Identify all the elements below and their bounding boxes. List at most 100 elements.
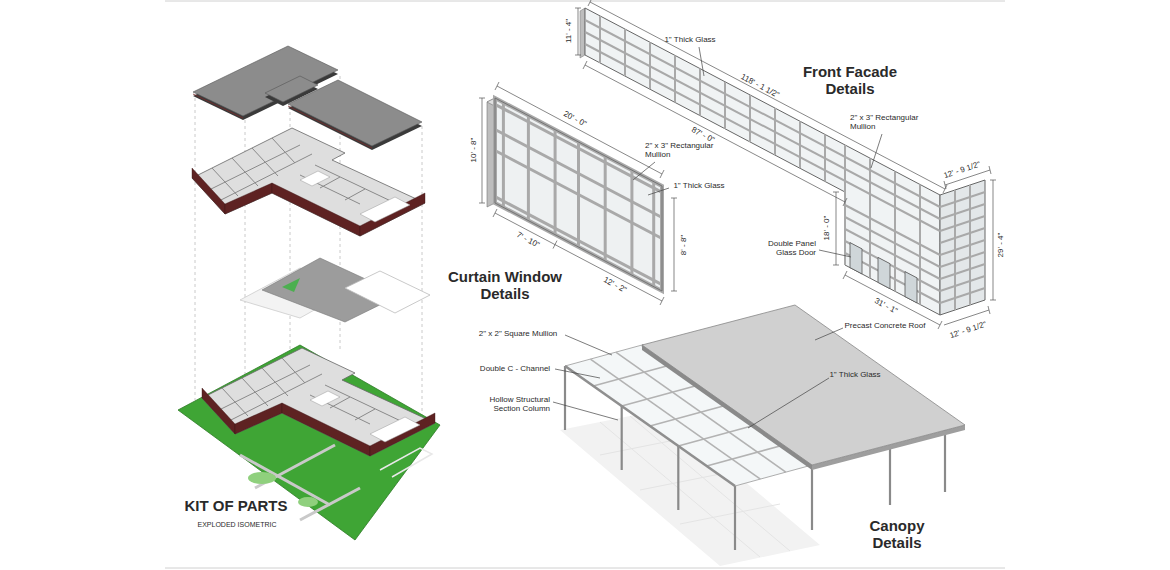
canopy-column — [677, 446, 679, 510]
dimension-line — [660, 170, 664, 178]
canopy-column — [621, 406, 623, 470]
site-ground — [178, 345, 440, 540]
front-facade — [674, 55, 676, 102]
curtain-window — [495, 104, 662, 192]
leader-line — [565, 335, 612, 355]
canopy-column — [811, 465, 813, 530]
dimension: 10' - 8" — [469, 138, 478, 163]
front-facade — [894, 171, 896, 291]
callout: Double Panel Glass Door — [754, 239, 816, 257]
front-facade — [940, 192, 985, 207]
canopy-glass — [593, 365, 670, 386]
front-facade — [824, 135, 826, 182]
mid-level-slabs — [240, 258, 430, 322]
dimension: 12' - 9 1/2" — [942, 160, 981, 181]
site-ground — [298, 497, 318, 507]
dimension-line — [990, 300, 996, 301]
canopy-roof — [642, 305, 965, 470]
front-facade — [940, 288, 985, 303]
section-title: KIT OF PARTS — [184, 497, 287, 514]
curtain-window — [495, 130, 662, 218]
canopy-glass — [650, 405, 727, 426]
frame-rule — [165, 568, 1005, 569]
dimension-line — [843, 198, 847, 206]
front-facade — [624, 29, 626, 76]
dimension-line — [493, 209, 497, 217]
dimension-line — [990, 180, 996, 181]
callout: Double C - Channel — [480, 364, 550, 373]
ground-floor — [202, 348, 435, 456]
site-ground — [380, 448, 432, 477]
explode-guide — [422, 126, 423, 420]
frame-rule — [165, 1, 1005, 2]
front-facade — [845, 229, 940, 279]
curtain-window — [495, 102, 662, 286]
dimension: 11' - 4" — [564, 19, 573, 43]
explode-guide — [195, 98, 196, 400]
section-title: Curtain Window Details — [445, 268, 565, 303]
dimension-line — [660, 297, 664, 305]
dimension-line — [553, 241, 557, 249]
dimension-line — [944, 181, 946, 189]
canopy-column — [944, 430, 946, 492]
canopy-shadow — [680, 504, 780, 524]
dimension: 18' - 0" — [822, 216, 831, 241]
front-facade — [749, 95, 751, 142]
front-facade — [724, 82, 726, 129]
frame-rule — [165, 1, 1005, 568]
dimension: 12' - 2" — [602, 275, 628, 295]
leader-line — [819, 250, 851, 257]
canopy-column — [734, 486, 736, 550]
canopy-roof — [642, 305, 965, 465]
roof-plates — [288, 106, 372, 148]
front-facade — [940, 216, 985, 231]
front-facade — [850, 243, 862, 274]
dimension-line — [989, 166, 991, 174]
leader-line — [633, 162, 669, 195]
dimension-line — [497, 86, 662, 174]
dimension-line — [833, 192, 839, 193]
leader-line — [633, 162, 655, 180]
callout: 2" x 3" Rectangular Mullion — [850, 113, 940, 131]
roof-plates — [288, 80, 422, 146]
roof-plates — [193, 46, 422, 150]
front-facade — [599, 16, 601, 63]
dimension: 31' - 1" — [873, 296, 899, 316]
canopy-glass — [678, 425, 755, 446]
dimension-line — [575, 8, 581, 9]
leader-line — [871, 134, 882, 168]
front-facade — [905, 272, 917, 303]
dimension: 12' - 9 1/2" — [948, 320, 987, 341]
callout: 2" x 2" Square Mullion — [479, 329, 558, 338]
leader-line — [748, 378, 829, 428]
mid-level-slabs — [345, 271, 430, 313]
callout: 1" Thick Glass — [829, 370, 880, 379]
front-facade — [919, 185, 921, 305]
dimension-line — [479, 98, 485, 99]
dimension-line — [575, 55, 581, 56]
dimension: 8' - 8" — [679, 235, 688, 255]
front-facade — [940, 180, 985, 315]
curtain-window — [495, 98, 662, 291]
dimension: 7' - 10" — [515, 230, 541, 250]
canopy-glass — [622, 385, 699, 406]
dimension-line — [671, 291, 677, 292]
dimension: 20' - 0" — [562, 109, 588, 129]
front-facade — [699, 69, 701, 116]
dimension: 118' - 1 1/2" — [739, 72, 780, 100]
section-title: Canopy Details — [857, 517, 937, 552]
section-title: Front Facade Details — [790, 63, 910, 98]
front-facade — [940, 276, 985, 291]
curtain-window — [495, 98, 662, 291]
site-ground — [178, 345, 440, 540]
upper-floor — [192, 128, 425, 236]
front-facade — [774, 108, 776, 155]
callout: 2" x 3" Rectangular Mullion — [645, 141, 735, 159]
dimension-line — [674, 198, 675, 291]
dimension-line — [482, 98, 483, 203]
dimension-line — [938, 321, 942, 329]
leader-line — [648, 188, 669, 195]
dimension-line — [479, 203, 485, 204]
